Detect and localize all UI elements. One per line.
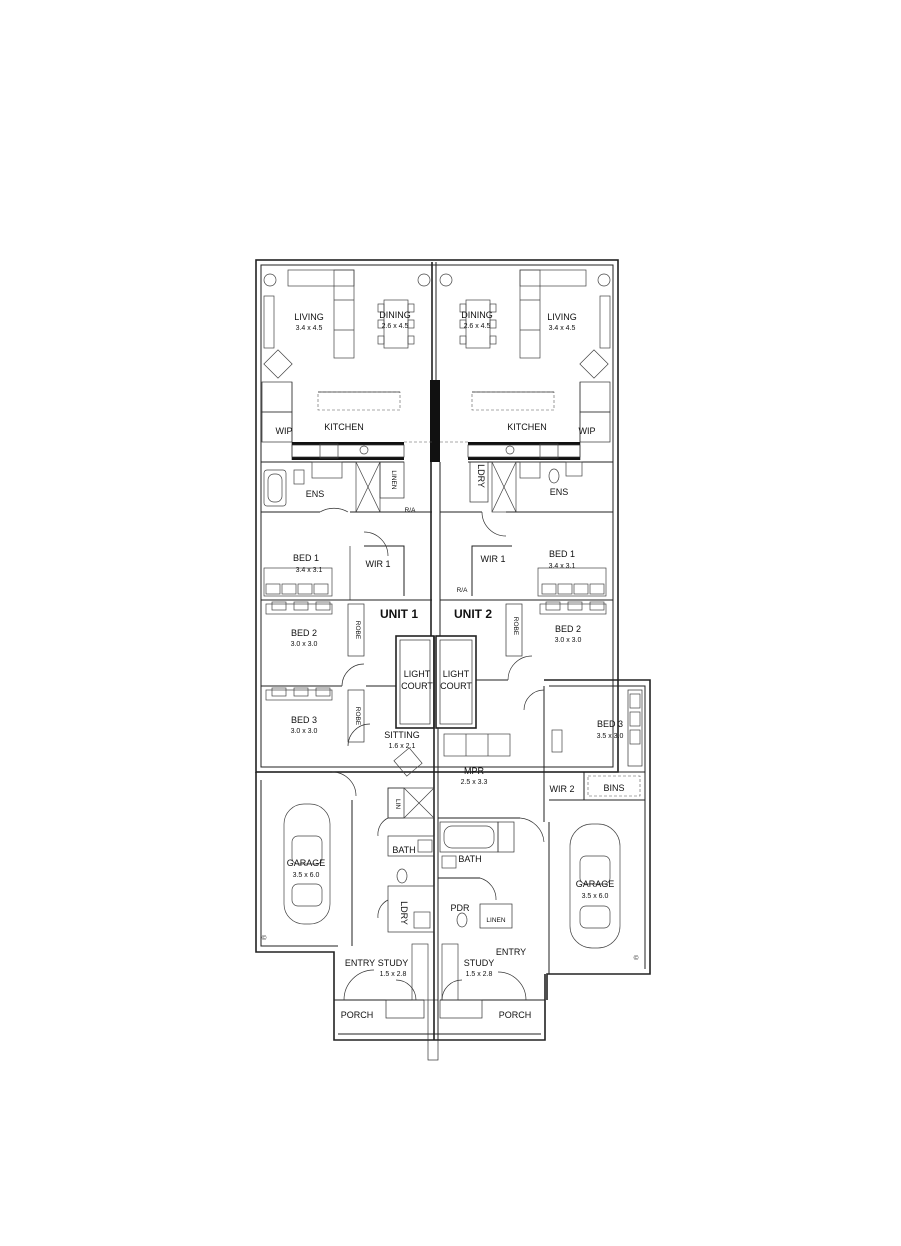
robe-a-label: ROBE [354,621,361,640]
study-2-label: STUDY [464,958,495,968]
garage-2-label: GARAGE [576,879,615,889]
dining-label: DINING [379,310,411,320]
living-label: LIVING [294,312,324,322]
wip-2-label: WIP [579,426,596,436]
wir1-2-label: WIR 1 [480,554,505,564]
unit-2-rooms: © [435,269,645,1019]
unit-2-label: UNIT 2 [454,607,492,621]
bed3-2-label: BED 3 [597,719,623,729]
light-court-2-b: COURT [440,681,472,691]
bed2-dim: 3.0 x 3.0 [291,641,318,648]
meter-icon-2: © [634,954,639,962]
porch-1-label: PORCH [341,1010,374,1020]
light-court-1-a: LIGHT [404,669,431,679]
bed3-dim: 3.0 x 3.0 [291,728,318,735]
garage-1-label: GARAGE [287,858,326,868]
unit-1-label: UNIT 1 [380,607,418,621]
kitchen-label: KITCHEN [324,422,364,432]
bed1-2-label: BED 1 [549,549,575,559]
wir1-label: WIR 1 [365,559,390,569]
linen-label: LINEN [390,470,397,489]
bed1-2-dim: 3.4 x 3.1 [549,563,576,570]
bed2-2-label: BED 2 [555,624,581,634]
meter-icon: © [262,934,267,942]
unit-1-labels: LIVING 3.4 x 4.5 DINING 2.6 x 4.5 KITCHE… [276,310,434,1020]
mpr-label: MPR [464,766,485,776]
light-court-2-a: LIGHT [443,669,470,679]
wir2-label: WIR 2 [549,784,574,794]
bed2-2-dim: 3.0 x 3.0 [555,637,582,644]
ldry-2-label: LDRY [476,464,486,488]
entry-1-label: ENTRY [345,958,375,968]
kitchen-2-label: KITCHEN [507,422,547,432]
bed1-label: BED 1 [293,553,319,563]
outer-walls [255,259,651,1061]
study-2-dim: 1.5 x 2.8 [466,971,493,978]
garage-1-dim: 3.5 x 6.0 [293,872,320,879]
entry-2-label: ENTRY [496,947,526,957]
study-1-dim: 1.5 x 2.8 [380,971,407,978]
bed3-2-dim: 3.5 x 3.0 [597,733,624,740]
dining-2-dim: 2.6 x 4.5 [464,323,491,330]
bins-label: BINS [603,783,624,793]
bed3-label: BED 3 [291,715,317,725]
ra-2-label: R/A [457,587,469,594]
unit-2-labels: DINING 2.6 x 4.5 LIVING 3.4 x 4.5 KITCHE… [440,310,624,1020]
ens-2-label: ENS [550,487,569,497]
robe-b-label: ROBE [354,707,361,726]
living-2-dim: 3.4 x 4.5 [549,325,576,332]
living-dim: 3.4 x 4.5 [296,325,323,332]
porch-2-label: PORCH [499,1010,532,1020]
ra-label: R/A [405,507,417,514]
ldry-1-label: LDRY [399,901,409,925]
ens-label: ENS [306,489,325,499]
living-2-label: LIVING [547,312,577,322]
mpr-dim: 2.5 x 3.3 [461,779,488,786]
bed2-label: BED 2 [291,628,317,638]
sitting-dim: 1.6 x 2.1 [389,743,416,750]
party-wall [430,262,441,1040]
bath-2-label: BATH [458,854,481,864]
study-1-label: STUDY [378,958,409,968]
lin-label: LIN [394,799,401,809]
light-court-1-b: COURT [401,681,433,691]
bath-1-label: BATH [392,845,415,855]
bed1-dim: 3.4 x 3.1 [296,567,323,574]
unit-1-rooms: © [261,269,435,1019]
garage-2-dim: 3.5 x 6.0 [582,893,609,900]
dining-dim: 2.6 x 4.5 [382,323,409,330]
wip-label: WIP [276,426,293,436]
linen-2-label: LINEN [486,917,505,924]
dining-2-label: DINING [461,310,493,320]
sitting-label: SITTING [384,730,420,740]
robe-2-label: ROBE [512,617,519,636]
pdr-label: PDR [450,903,470,913]
